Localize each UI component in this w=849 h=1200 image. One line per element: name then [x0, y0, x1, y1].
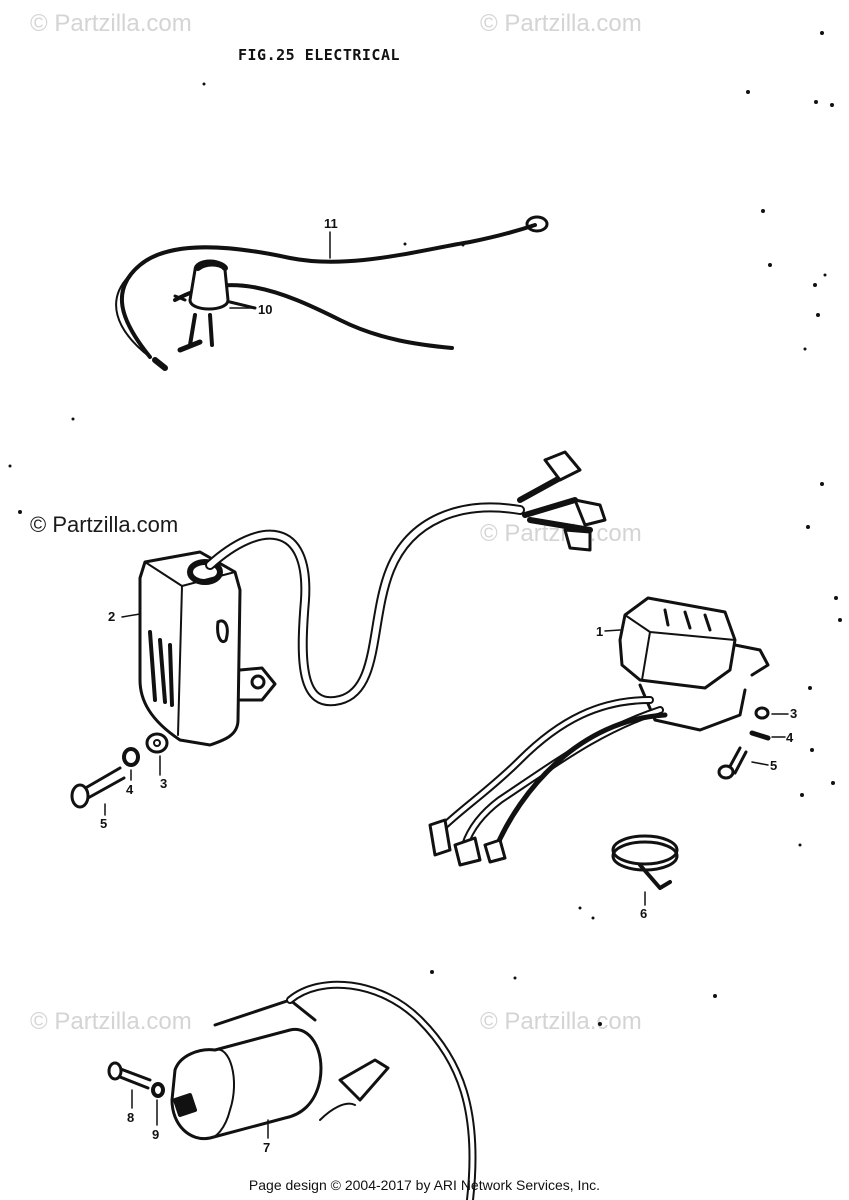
part-6-clamp — [611, 834, 679, 906]
callout-number: 3 — [160, 776, 168, 791]
part-5-bolt — [717, 746, 748, 780]
part-2-cdi-unit — [138, 450, 607, 747]
part-4-lock-washer — [749, 730, 771, 741]
part-3-washer — [145, 732, 169, 754]
callout-number: 5 — [100, 816, 108, 831]
watermark: © Partzilla.com — [30, 10, 192, 37]
callout-number: 10 — [258, 302, 273, 317]
leader-line — [604, 629, 621, 632]
scan-specks — [8, 31, 842, 1026]
watermark: © Partzilla.com — [30, 1008, 192, 1035]
callout-number: 4 — [786, 730, 794, 745]
part-5-bolt — [70, 766, 126, 809]
callout-number: 8 — [127, 1110, 135, 1125]
part-8-bolt — [107, 1061, 152, 1090]
callout-number: 9 — [152, 1127, 160, 1142]
part-9-washer — [151, 1082, 165, 1098]
part-10-switch — [173, 259, 257, 353]
figure-title: FIG.25 ELECTRICAL — [238, 46, 401, 64]
callout-number: 3 — [790, 706, 798, 721]
part-4-lock-washer — [122, 747, 140, 767]
callout-number: 6 — [640, 906, 648, 921]
part-3-washer — [754, 706, 770, 720]
callout-number: 1 — [596, 624, 604, 639]
part-11-wire — [115, 215, 549, 371]
page-footer: Page design © 2004-2017 by ARI Network S… — [248, 1177, 601, 1193]
part-7-ignition-coil — [170, 980, 477, 1200]
callout-number: 2 — [108, 609, 116, 624]
watermark: © Partzilla.com — [480, 10, 642, 37]
leader-line — [121, 613, 141, 618]
watermark: © Partzilla.com — [30, 512, 179, 537]
part-1-regulator — [428, 596, 770, 867]
watermark: © Partzilla.com — [480, 1008, 642, 1035]
callout-number: 7 — [263, 1140, 271, 1155]
callout-number: 4 — [126, 782, 134, 797]
callout-number: 11 — [324, 216, 338, 231]
callout-number: 5 — [770, 758, 778, 773]
